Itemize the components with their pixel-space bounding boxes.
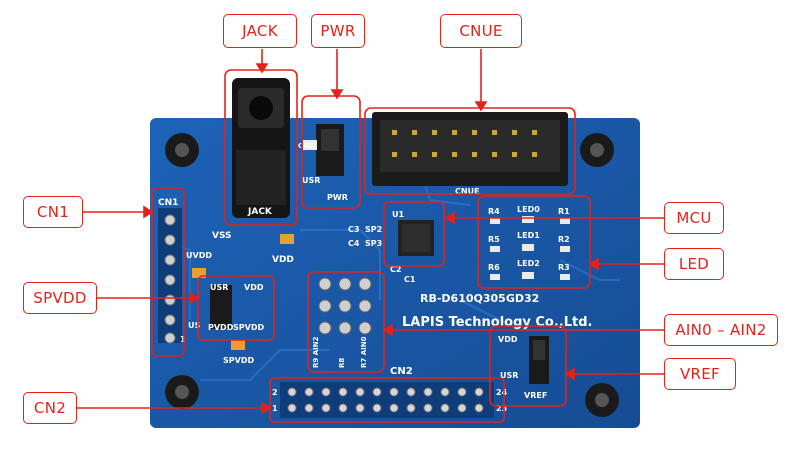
silk-r9: R9 AIN2 bbox=[312, 336, 320, 368]
silk-sp2: SP2 bbox=[365, 225, 382, 234]
callout-cnue: CNUE bbox=[440, 14, 522, 48]
silk-cnue: CNUE bbox=[455, 187, 480, 196]
silk-r3: R3 bbox=[558, 263, 570, 272]
callout-vref: VREF bbox=[664, 358, 736, 390]
leader-arrows bbox=[77, 49, 664, 415]
highlight-vref bbox=[489, 325, 567, 407]
silk-cn2-pin2: 2 bbox=[272, 388, 278, 397]
silk-board-name: RB-D610Q305GD32 bbox=[420, 292, 539, 305]
silk-led1: LED1 bbox=[517, 231, 540, 240]
standoff-bottom-left bbox=[165, 375, 199, 409]
audio-jack: JACK bbox=[232, 78, 290, 218]
silk-vss: VSS bbox=[212, 231, 232, 241]
silk-spvdd-usr: USR bbox=[210, 283, 228, 292]
silk-r7: R7 AIN0 bbox=[360, 336, 368, 368]
highlight-mcu bbox=[383, 201, 445, 267]
silk-vref-vdd: VDD bbox=[498, 335, 518, 344]
cnue-header: CNUE bbox=[372, 112, 568, 196]
silk-r1: R1 bbox=[558, 207, 570, 216]
pwr-switch: USR CAS PWR bbox=[298, 124, 348, 202]
callout-ain: AIN0 – AIN2 bbox=[664, 314, 778, 346]
silk-spvdd-pvdd: PVDD bbox=[208, 323, 234, 332]
capacitor-uvdd bbox=[192, 268, 206, 278]
silk-uvdd: UVDD bbox=[186, 251, 212, 260]
silk-c2: C2 bbox=[390, 265, 401, 274]
silk-spvdd-us: US bbox=[188, 321, 200, 330]
mcu-chip: U1 bbox=[392, 210, 434, 256]
silk-vref: VREF bbox=[524, 391, 547, 400]
silk-u1: U1 bbox=[392, 210, 404, 219]
standoff-top-left bbox=[165, 133, 199, 167]
silk-led2: LED2 bbox=[517, 259, 540, 268]
ain-block: R9 AIN2 R8 R7 AIN0 bbox=[312, 277, 372, 368]
silk-spvdd: SPVDD bbox=[233, 323, 264, 332]
silk-cas: CAS bbox=[298, 142, 314, 150]
callout-jack: JACK bbox=[223, 14, 297, 48]
callout-led: LED bbox=[664, 248, 724, 280]
callout-cn2: CN2 bbox=[23, 392, 77, 424]
silk-vdd: VDD bbox=[272, 255, 294, 265]
led-block: R4 LED0 R1 R5 LED1 R2 R6 LED2 R3 bbox=[488, 205, 570, 280]
highlight-boxes bbox=[151, 69, 591, 423]
highlight-pwr bbox=[301, 95, 361, 209]
highlight-cn1 bbox=[151, 187, 185, 357]
highlight-spvdd bbox=[197, 275, 275, 341]
silk-r2: R2 bbox=[558, 235, 570, 244]
silk-c1: C1 bbox=[404, 275, 416, 284]
silk-cn2-pin1: 1 bbox=[272, 404, 278, 413]
silk-cn2-pin24: 24 bbox=[496, 388, 508, 397]
silk-cn1-pin1: 1 bbox=[180, 335, 186, 344]
callout-cn1: CN1 bbox=[23, 196, 83, 228]
silk-c3: C3 bbox=[348, 225, 359, 234]
silk-cn2: CN2 bbox=[390, 366, 413, 377]
silk-spvdd-2: SPVDD bbox=[223, 356, 254, 365]
vref-selector: VDD USR VREF bbox=[498, 335, 549, 400]
silk-cn2-pin23: 23 bbox=[496, 404, 507, 413]
silk-cn1: CN1 bbox=[158, 198, 178, 208]
cn2-header: CN2 2 1 24 23 bbox=[272, 366, 508, 418]
callout-spvdd: SPVDD bbox=[23, 282, 97, 314]
callout-mcu: MCU bbox=[664, 202, 724, 234]
silk-vref-usr: USR bbox=[500, 371, 518, 380]
cn1-header: CN1 1 bbox=[158, 198, 186, 344]
standoff-bottom-right bbox=[585, 383, 619, 417]
capacitor-vdd bbox=[280, 234, 294, 244]
silk-r4: R4 bbox=[488, 207, 500, 216]
silk-usr-pwr: USR bbox=[302, 176, 320, 185]
silk-sp3: SP3 bbox=[365, 239, 382, 248]
silk-r8: R8 bbox=[338, 358, 346, 368]
silk-c4: C4 bbox=[348, 239, 360, 248]
highlight-ain bbox=[307, 271, 385, 373]
highlight-cn2 bbox=[269, 377, 505, 423]
silk-jack: JACK bbox=[247, 207, 273, 217]
spvdd-selector: USR VDD US PVDD SPVDD SPVDD bbox=[188, 283, 264, 365]
silk-spvdd-vdd: VDD bbox=[244, 283, 264, 292]
silk-r6: R6 bbox=[488, 263, 500, 272]
highlight-cnue bbox=[364, 107, 576, 195]
silk-pwr: PWR bbox=[327, 193, 348, 202]
standoff-top-right bbox=[580, 133, 614, 167]
callout-pwr: PWR bbox=[311, 14, 365, 48]
silk-r5: R5 bbox=[488, 235, 500, 244]
silk-led0: LED0 bbox=[517, 205, 540, 214]
highlight-led bbox=[477, 195, 591, 289]
